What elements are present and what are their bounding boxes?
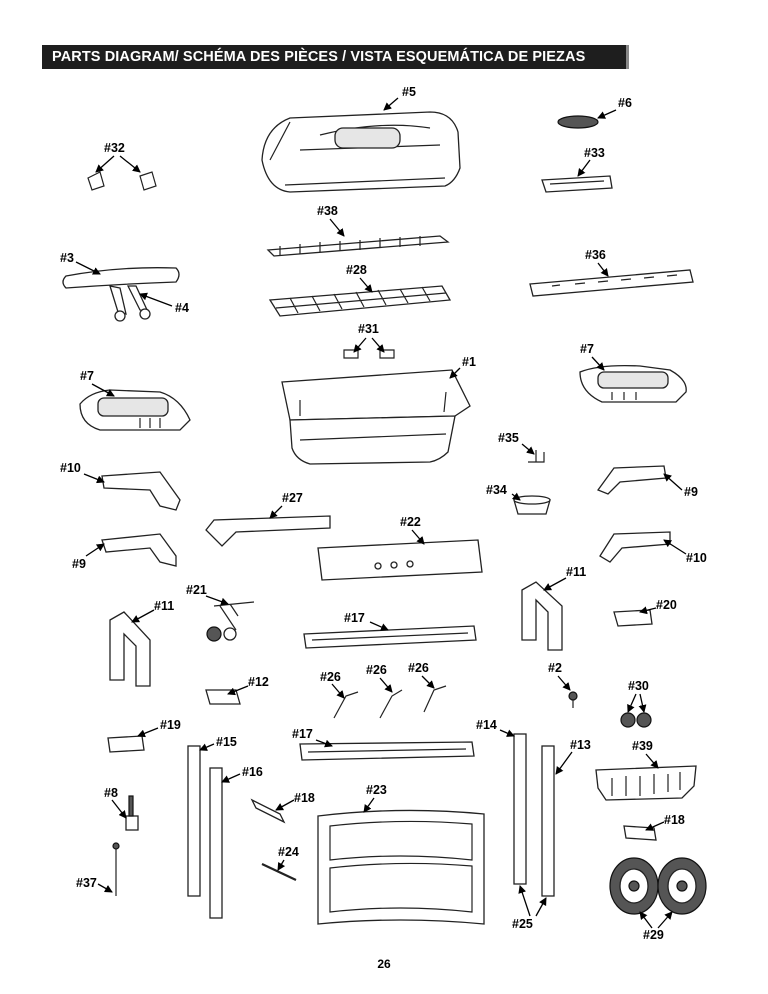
part-7-side-shelf-left (79, 389, 191, 431)
title-bar-edge (626, 45, 629, 69)
label-part-19: #19 (160, 718, 181, 732)
label-part-18-right: #18 (664, 813, 685, 827)
part-36-heat-plate (529, 269, 694, 297)
part-23-cart-door (317, 809, 485, 925)
part-9-shelf-bracket-right (596, 465, 667, 495)
part-22-control-panel (317, 539, 483, 581)
part-37-rod (112, 842, 120, 896)
part-26-rods (333, 685, 447, 719)
part-18-bracket-left (250, 798, 286, 824)
part-11-leg-brace-left (109, 611, 151, 687)
label-part-9-right: #9 (684, 485, 698, 499)
label-part-21: #21 (186, 583, 207, 597)
label-part-35: #35 (498, 431, 519, 445)
page-title: PARTS DIAGRAM/ SCHÉMA DES PIÈCES / VISTA… (42, 45, 626, 69)
label-part-30: #30 (628, 679, 649, 693)
label-part-25: #25 (512, 917, 533, 931)
part-7-side-shelf-right (579, 364, 687, 403)
part-10-shelf-bracket-right (599, 531, 671, 563)
label-part-36: #36 (585, 248, 606, 262)
label-part-27: #27 (282, 491, 303, 505)
label-part-4: #4 (175, 301, 189, 315)
part-19-bracket (107, 735, 145, 753)
label-part-6: #6 (618, 96, 632, 110)
label-part-7-right: #7 (580, 342, 594, 356)
part-11-leg-brace-right (521, 581, 563, 651)
label-part-13: #13 (570, 738, 591, 752)
label-part-17-lower: #17 (292, 727, 313, 741)
part-14-leg (513, 733, 527, 885)
label-part-7-left: #7 (80, 369, 94, 383)
part-2-knob (568, 691, 578, 708)
label-part-2: #2 (548, 661, 562, 675)
part-1-firebox (281, 369, 471, 465)
label-part-16: #16 (242, 765, 263, 779)
label-part-11-right: #11 (566, 565, 586, 579)
part-34-grease-cup (513, 495, 551, 515)
part-29-wheels (609, 857, 707, 915)
part-31-brackets (343, 349, 395, 359)
part-21-valve-manifold (206, 601, 255, 642)
label-part-26-a: #26 (320, 670, 341, 684)
label-part-37: #37 (76, 876, 97, 890)
label-part-5: #5 (402, 85, 416, 99)
label-part-9-left: #9 (72, 557, 86, 571)
label-part-24: #24 (278, 845, 299, 859)
label-part-28: #28 (346, 263, 367, 277)
label-part-34: #34 (486, 483, 507, 497)
part-27-panel (205, 515, 331, 547)
part-13-leg (541, 745, 555, 897)
label-part-14: #14 (476, 718, 497, 732)
part-17-crossbar-upper (303, 625, 477, 649)
label-part-33: #33 (584, 146, 605, 160)
label-part-11-left: #11 (154, 599, 174, 613)
part-3-burner (62, 267, 180, 322)
label-part-38: #38 (317, 204, 338, 218)
part-15-leg (187, 745, 201, 897)
label-part-22: #22 (400, 515, 421, 529)
part-9-shelf-bracket-left (101, 533, 177, 567)
label-part-17-upper: #17 (344, 611, 365, 625)
part-24-axle (261, 863, 297, 881)
label-part-10-left: #10 (60, 461, 81, 475)
part-32-hooks (87, 171, 157, 191)
label-part-10-right: #10 (686, 551, 707, 565)
part-33-handle (541, 175, 613, 193)
label-part-23: #23 (366, 783, 387, 797)
part-38-warming-rack (266, 235, 450, 257)
part-16-leg (209, 767, 223, 919)
label-part-32: #32 (104, 141, 125, 155)
part-28-cooking-grate (268, 285, 452, 317)
part-35-bracket (528, 450, 545, 463)
part-10-shelf-bracket-left (101, 471, 181, 511)
part-30-caps (620, 712, 652, 728)
label-part-26-c: #26 (408, 661, 429, 675)
label-part-15: #15 (216, 735, 237, 749)
page-number: 26 (377, 957, 391, 971)
label-part-39: #39 (632, 739, 653, 753)
label-part-26-b: #26 (366, 663, 387, 677)
part-5-lid (261, 111, 461, 193)
label-part-8: #8 (104, 786, 118, 800)
label-part-29: #29 (643, 928, 664, 942)
part-39-basket (595, 765, 697, 801)
part-8-igniter (125, 795, 139, 831)
label-part-3: #3 (60, 251, 74, 265)
part-20-bracket (613, 609, 653, 627)
part-17-crossbar-lower (299, 741, 475, 761)
label-part-12: #12 (248, 675, 269, 689)
label-part-1: #1 (462, 355, 476, 369)
label-part-31: #31 (358, 322, 379, 336)
label-part-18-left: #18 (294, 791, 315, 805)
label-part-20: #20 (656, 598, 677, 612)
part-12-bracket (205, 689, 241, 705)
part-6-badge (557, 115, 599, 129)
